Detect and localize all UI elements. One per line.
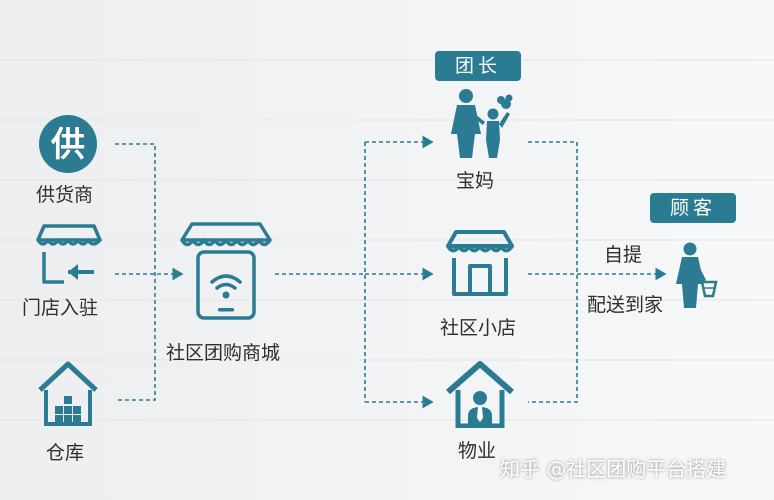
- supplier-label: 供货商: [36, 184, 94, 206]
- shop-label: 社区小店: [440, 317, 517, 339]
- pickup-label: 自提: [604, 244, 643, 266]
- customer-shopping-icon: [676, 242, 718, 308]
- property-label: 物业: [458, 440, 497, 462]
- platform-label: 社区团购商城: [166, 342, 281, 364]
- mother-label: 宝妈: [456, 170, 495, 192]
- store-checkin-label: 门店入驻: [22, 297, 99, 319]
- store-checkin-icon: [36, 224, 102, 284]
- connector-supplier: [115, 143, 156, 401]
- warehouse-label: 仓库: [46, 442, 85, 464]
- customer-tag: 顾客: [650, 193, 736, 223]
- svg-text:供: 供: [50, 125, 85, 165]
- shop-icon: [446, 230, 514, 296]
- connector-roles-merge: [528, 141, 578, 403]
- supplier-icon: 供: [39, 115, 97, 173]
- mother-child-icon: [451, 89, 513, 158]
- home-delivery-label: 配送到家: [587, 294, 664, 316]
- watermark: 知乎 @社区团购平台搭建: [500, 457, 727, 481]
- mobile-store-wifi-icon: [180, 222, 272, 320]
- role-tag: 团长: [435, 51, 521, 81]
- property-house-icon: [446, 361, 514, 428]
- warehouse-icon: [38, 361, 98, 426]
